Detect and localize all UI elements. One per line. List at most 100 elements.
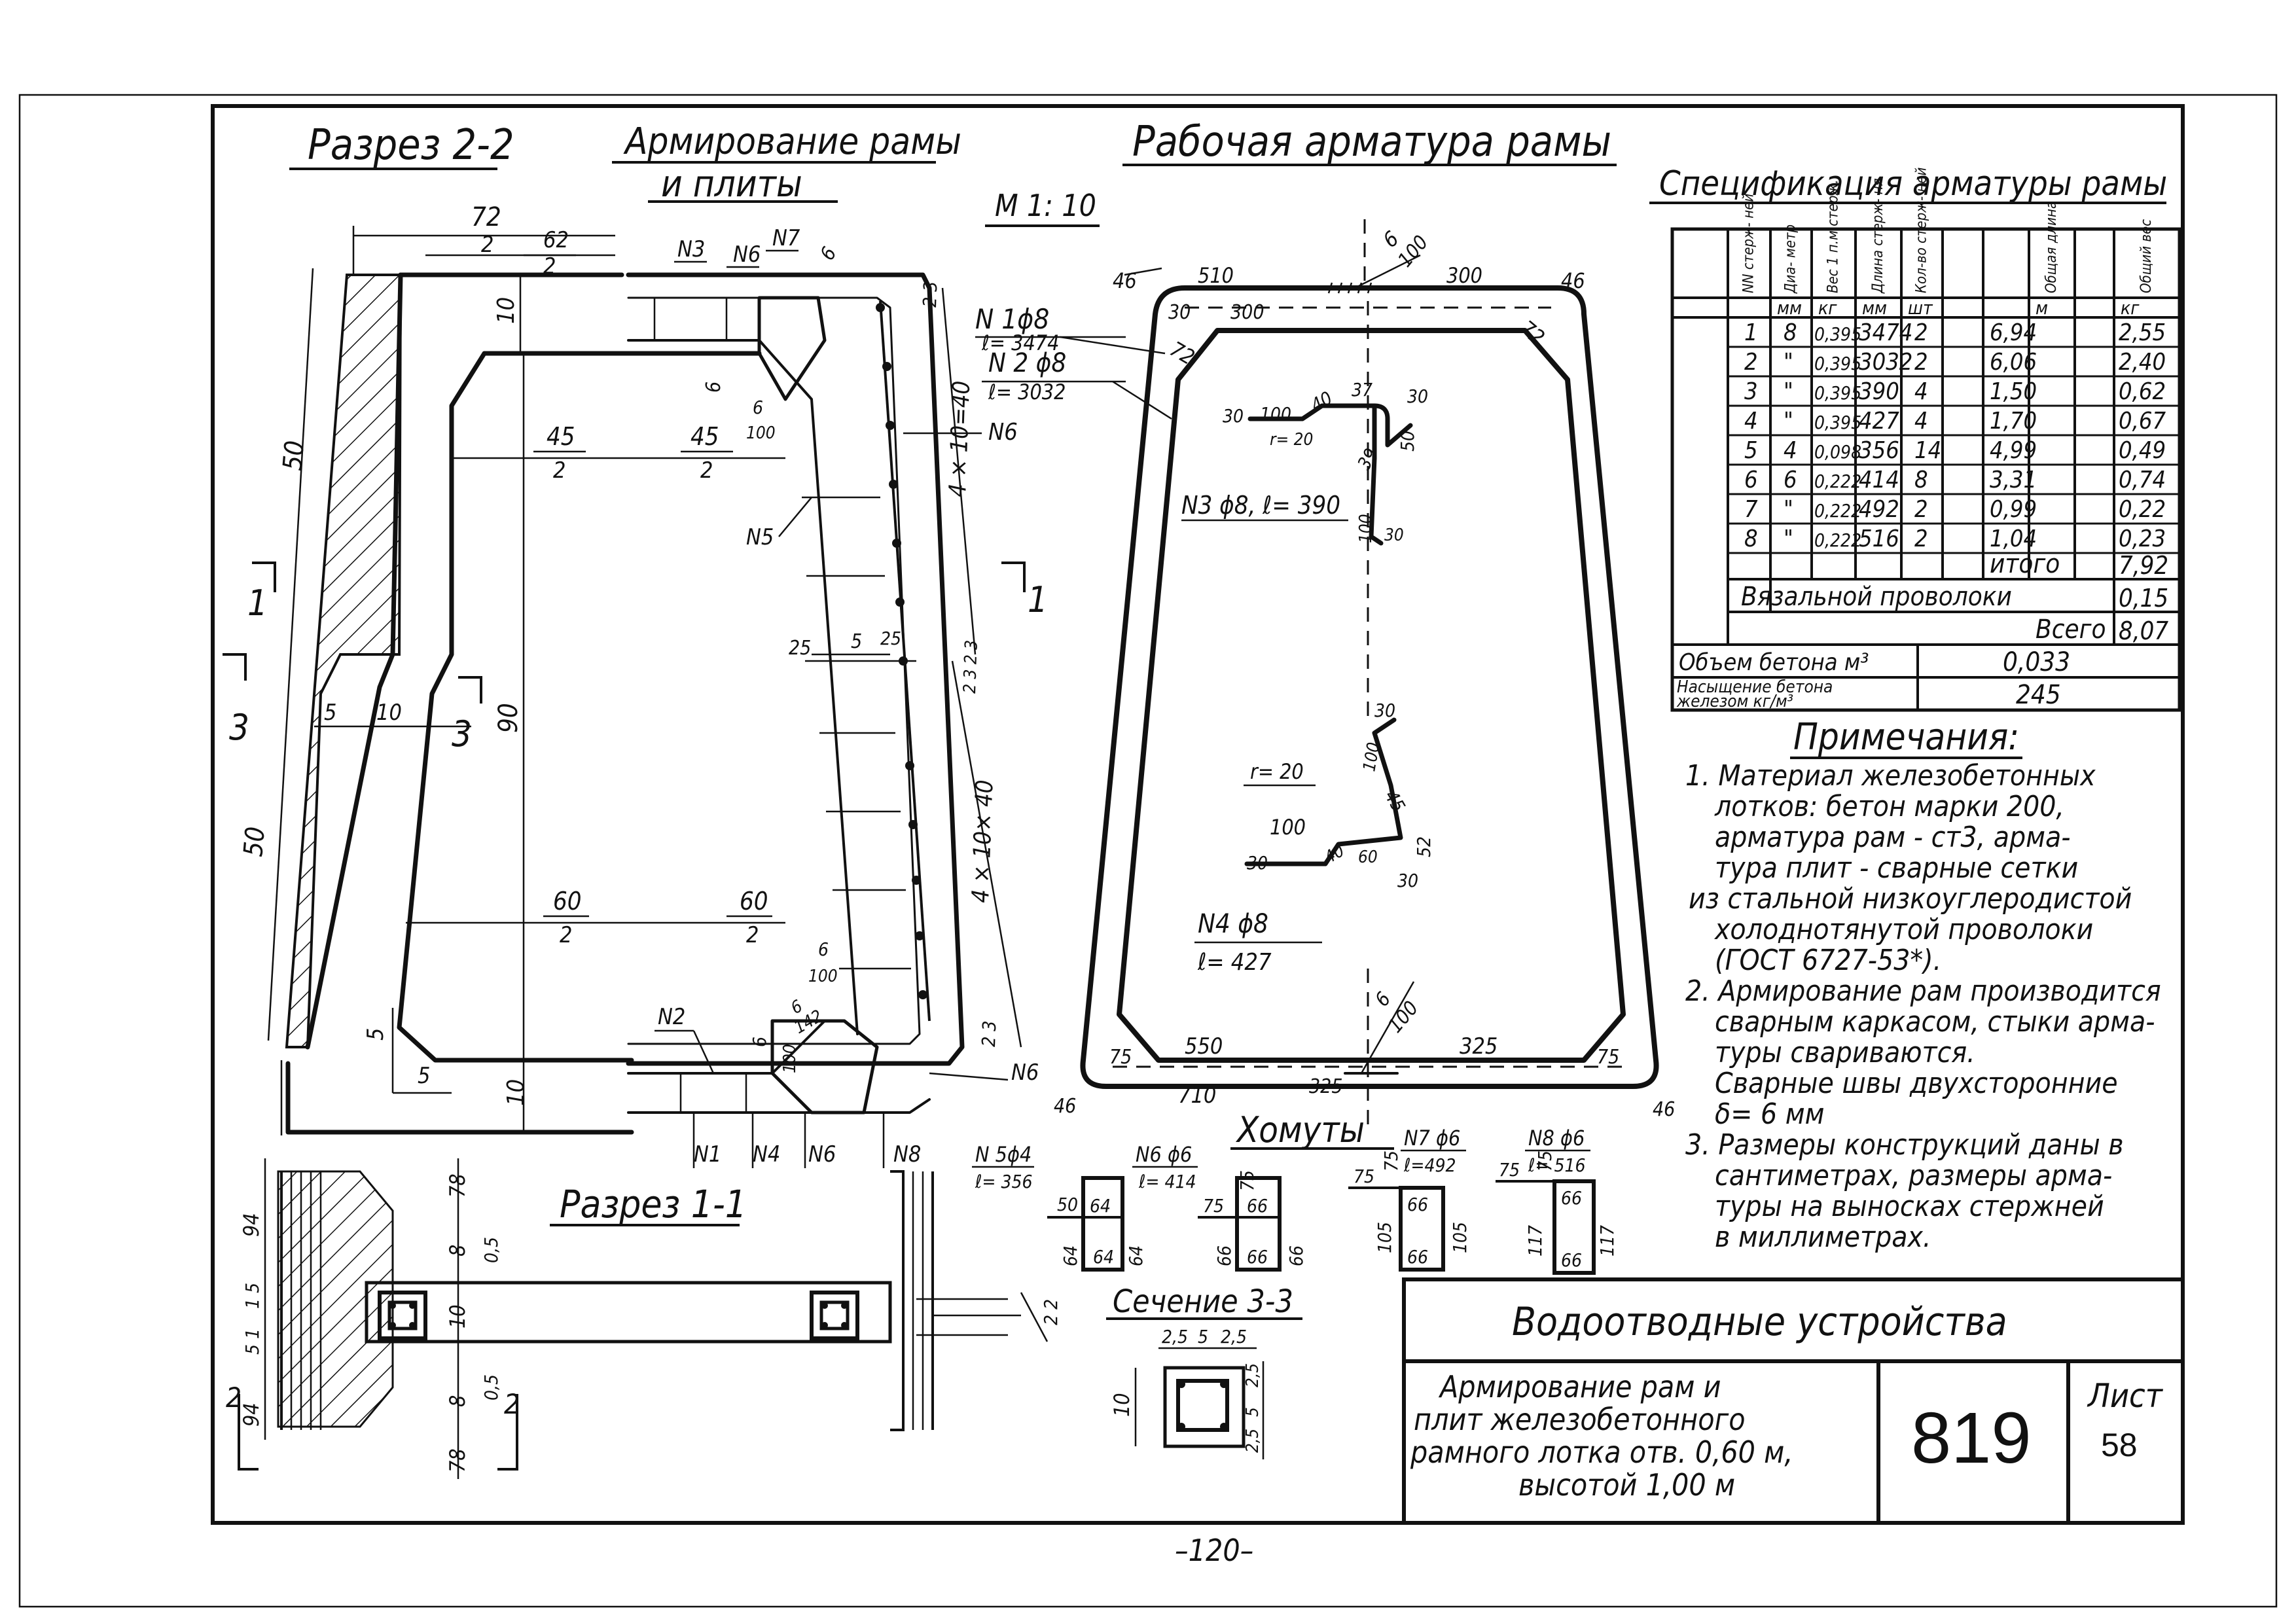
dim-2f: 2 (746, 922, 759, 948)
stirrup-N8-117a: 117 (1524, 1225, 1546, 1257)
page-number: –120– (1175, 1533, 1253, 1568)
spec-unit-cell: кг (2121, 297, 2140, 319)
stirrup-N7-length: ℓ=492 (1403, 1154, 1456, 1176)
dim-2c: 2 (553, 457, 565, 484)
spec-cell: 0,395 (1814, 323, 1861, 345)
label-N2-length: ℓ= 3032 (988, 380, 1066, 404)
dim-5a: 5 (324, 700, 336, 726)
spec-cell: " (1784, 408, 1793, 435)
stirrup-N7-105b: 105 (1449, 1222, 1471, 1253)
stirrup-N7-105a: 105 (1374, 1222, 1395, 1253)
s11-cut2-left: 2 (226, 1382, 242, 1414)
section11-right-column (810, 1291, 859, 1340)
spec-cell: 0,22 (2119, 496, 2166, 523)
spec-total-value: 7,92 (2119, 551, 2168, 580)
wl-N4-length: ℓ= 427 (1197, 949, 1272, 976)
spec-cell: " (1784, 378, 1793, 405)
stirrup-N5-length: ℓ= 356 (975, 1171, 1033, 1192)
wl-100c: 100 (1356, 514, 1376, 543)
label-6b: 6 (702, 382, 725, 393)
note-line: сантиметрах, размеры арма- (1715, 1159, 2112, 1192)
stirrup-N7-66b: 66 (1407, 1246, 1428, 1268)
stirrup-N8: N8 ϕ6 (1528, 1126, 1585, 1150)
s33-5b: 5 (1243, 1407, 1263, 1417)
label-100c: 100 (780, 1044, 800, 1073)
wl-72b: 72 (1515, 315, 1549, 350)
wl-100d: 100 (1359, 741, 1384, 773)
stirrup-N6-66c: 66 (1247, 1246, 1268, 1268)
spec-cell: 0,395 (1814, 353, 1861, 374)
spec-saturation-value: 245 (2016, 680, 2061, 710)
stirrup-N8-75a: 75 (1499, 1159, 1520, 1181)
wl-37: 37 (1352, 379, 1372, 401)
title-main: Водоотводные устройства (1512, 1299, 2007, 1345)
spec-cell: 2 (1914, 526, 1928, 552)
spec-cell: 0,49 (2119, 437, 2166, 464)
label-N1-phi8: N 1ϕ8 (975, 303, 1049, 335)
spec-cell: 4,99 (1990, 437, 2037, 464)
spec-cell: 2 (1744, 349, 1758, 376)
stirrup-N7: N7 ϕ6 (1404, 1126, 1460, 1150)
stirrup-N6-75a: 75 (1203, 1195, 1224, 1217)
frame-plate-title-2: и плиты (661, 163, 802, 205)
spec-unit-cell: м (2036, 297, 2048, 319)
working-rebar: Рабочая арматура рамы 46 510 300 46 30 3… (1054, 118, 1675, 1126)
s11-05a: 0,5 (480, 1237, 502, 1263)
label-100b: 100 (808, 967, 838, 986)
spec-cell: 4 (1744, 408, 1758, 435)
spec-unit-cell: кг (1818, 297, 1837, 319)
spec-cell: 4 (1914, 408, 1928, 435)
spec-cell: 4 (1784, 437, 1797, 464)
stirrup-N8-66a: 66 (1561, 1187, 1582, 1209)
cut-3-left: 3 (229, 707, 249, 748)
wl-300b: 300 (1230, 301, 1265, 324)
wl-N4-spec: N4 ϕ8 (1198, 909, 1268, 939)
spec-header-cell: NN стерж- ней (1741, 194, 1757, 293)
sheet-label: Лист (2087, 1377, 2164, 1415)
s33-25d: 2,5 (1243, 1429, 1263, 1453)
spec-cell: 0,222 (1814, 471, 1861, 492)
stirrup-N7-75a: 75 (1354, 1166, 1374, 1187)
dim-10a: 10 (493, 297, 520, 324)
label-N5: N5 (746, 524, 774, 550)
dim-5b: 5 (363, 1028, 389, 1041)
spec-cell: 3474 (1859, 319, 1912, 346)
dim-72: 72 (471, 202, 501, 232)
spec-cell: 0,098 (1814, 441, 1861, 463)
spec-unit-cell: шт (1908, 297, 1933, 319)
section11-left-column (378, 1291, 427, 1340)
dim-45b: 45 (691, 422, 719, 451)
working-rebar-title: Рабочая арматура рамы (1132, 118, 1611, 166)
section33-square (1163, 1366, 1246, 1448)
spec-cell: 356 (1859, 437, 1899, 464)
wl-100e: 100 (1270, 815, 1306, 840)
stirrup-N6-66b: 66 (1213, 1245, 1235, 1266)
note-line: в миллиметрах. (1715, 1221, 1931, 1254)
wl-45: 45 (1380, 787, 1410, 815)
stirrup-N5-64d: 64 (1125, 1245, 1147, 1266)
wl-6b: 6 (1371, 988, 1395, 1011)
dim-25a: 25 (789, 637, 811, 660)
stirrup-N6-length: ℓ= 414 (1138, 1171, 1196, 1192)
spec-cell: 0,74 (2119, 467, 2166, 493)
cut-3-right: 3 (452, 713, 472, 755)
spec-cell: 427 (1859, 408, 1899, 435)
spec-wire-value: 0,15 (2119, 584, 2168, 613)
stirrup-N8-75b: 75 (1534, 1150, 1556, 1171)
label-N6-right: N6 (988, 419, 1018, 446)
rebar-N3 (1247, 403, 1413, 546)
note-line: 3. Размеры конструкций даны в (1685, 1128, 2124, 1162)
label-6d: 6 (818, 938, 829, 960)
label-N6-lower-right: N6 (1011, 1060, 1039, 1086)
label-N2-phi8: N 2 ϕ8 (988, 348, 1066, 378)
rebar-outer-frame (1080, 285, 1659, 1089)
label-100a: 100 (746, 423, 776, 443)
spec-table: Спецификация арматуры рамы NN стерж- ней… (1649, 164, 2181, 712)
stirrups-title: Хомуты (1235, 1109, 1365, 1150)
spec-cell: 3,31 (1990, 467, 2037, 493)
spec-wire-label: Вязальной проволоки (1741, 582, 2012, 612)
spec-cell: 390 (1859, 378, 1899, 405)
title-block: Водоотводные устройства Армирование рам … (1402, 1277, 2185, 1525)
